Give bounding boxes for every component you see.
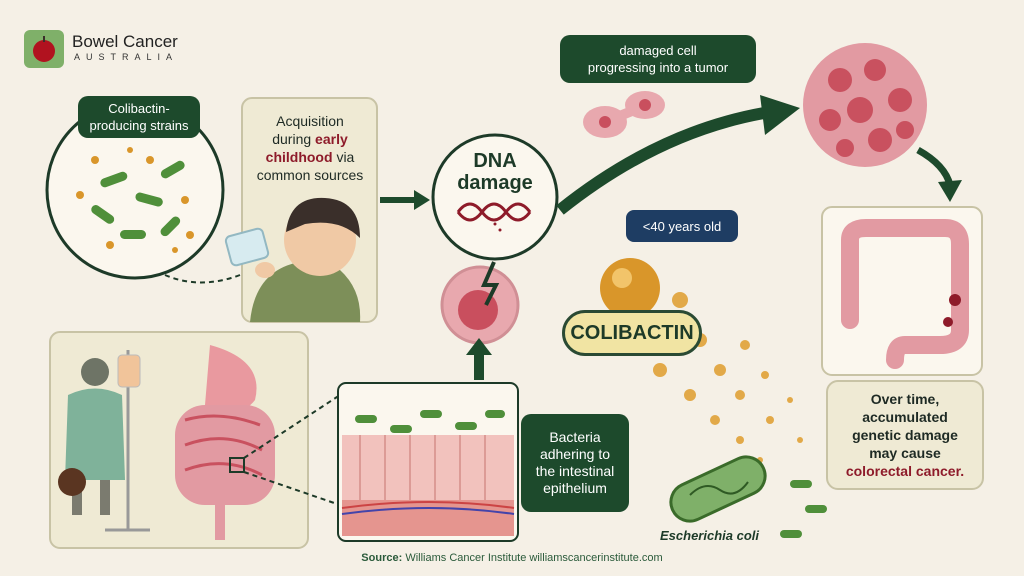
colorectal-cancer-text: colorectal cancer. — [845, 463, 965, 479]
child-patient-illustration — [58, 350, 150, 532]
dna-broken-icon — [456, 202, 532, 232]
acquisition-line-3: common sources — [256, 167, 364, 183]
age-badge: <40 years old — [626, 210, 738, 242]
e-coli-illustration — [669, 455, 827, 538]
overtime-line-1: Over time, — [870, 391, 940, 407]
source-prefix: Source: — [361, 552, 403, 564]
epithelium-illustration — [341, 410, 515, 536]
colibactin-label: COLIBACTIN — [562, 310, 702, 356]
digestive-system-illustration — [175, 345, 275, 540]
colibactin-molecules — [600, 258, 803, 463]
overtime-panel: Over time, accumulated genetic damage ma… — [826, 380, 984, 490]
source-text: Williams Cancer Institute williamscancer… — [405, 552, 663, 564]
bacteria-strains-illustration — [45, 100, 225, 280]
overtime-line-2: accumulated — [862, 409, 948, 425]
logo-subtitle: AUSTRALIA — [74, 52, 179, 62]
child-drinking-illustration — [224, 197, 361, 322]
acquisition-text: Acquisition during early childhood via c… — [248, 112, 372, 184]
overtime-line-4: may cause — [869, 445, 941, 461]
dna-label: DNA — [473, 150, 517, 172]
acquisition-early: early — [315, 131, 348, 147]
acquisition-childhood: childhood — [265, 149, 333, 165]
colon-illustration — [841, 219, 969, 369]
colon-panel — [821, 206, 983, 376]
bowel-cancer-logo-icon — [24, 30, 64, 68]
logo-title: Bowel Cancer — [72, 32, 178, 51]
damaged-cell-icon — [440, 261, 520, 345]
dna-damage-circle — [431, 133, 559, 261]
dividing-cells-icon — [583, 91, 665, 138]
bacteria-adhering-label: Bacteria adhering to the intestinal epit… — [521, 414, 629, 512]
e-coli-label: Escherichia coli — [660, 528, 759, 543]
tumor-illustration — [803, 43, 927, 167]
overtime-line-3: genetic damage — [852, 427, 958, 443]
acquisition-during: during — [272, 131, 312, 147]
damage-label: damage — [457, 172, 533, 194]
dna-damage-label: DNA damage — [440, 150, 550, 194]
strains-label: Colibactin- producing strains — [78, 96, 200, 138]
tumor-progression-label: damaged cell progressing into a tumor — [560, 35, 756, 83]
acquisition-line-1: Acquisition — [276, 113, 344, 129]
source-credit: Source: Williams Cancer Institute willia… — [0, 552, 1024, 564]
acquisition-via: via — [336, 149, 355, 165]
